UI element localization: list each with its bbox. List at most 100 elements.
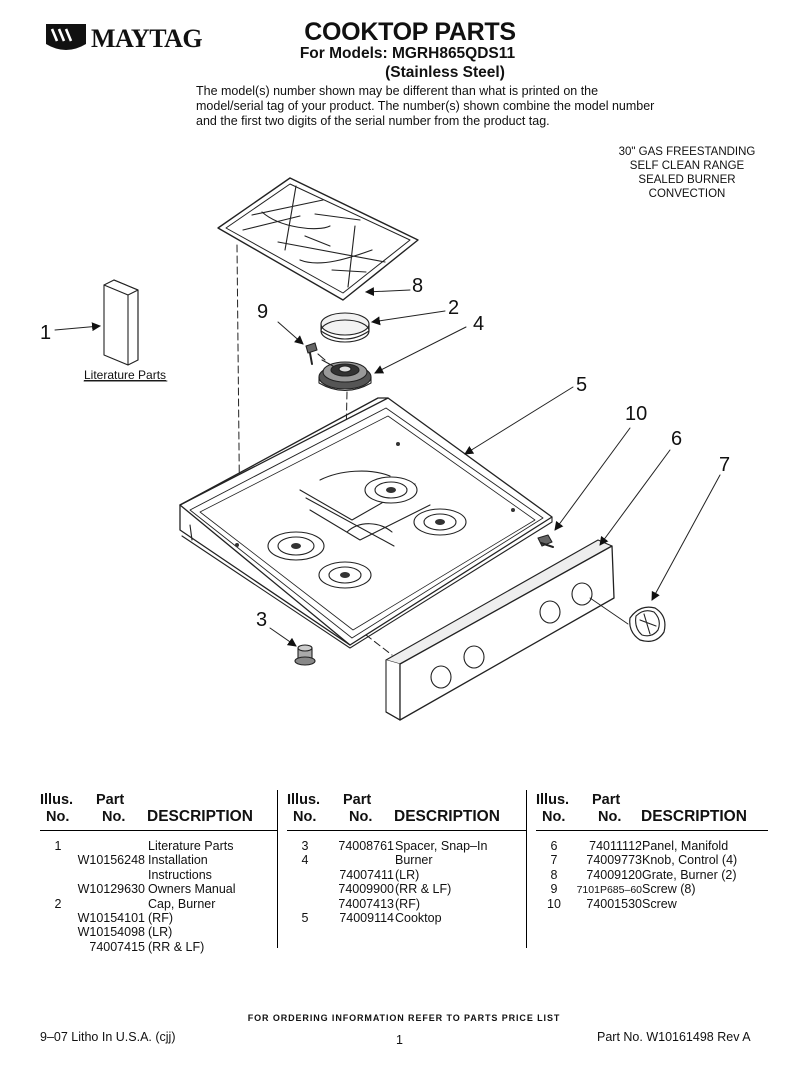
parts-table-column-3: Illus. No. Part No. DESCRIPTION 6 7401111… [536,790,768,911]
header-description: DESCRIPTION [641,808,747,825]
part-number: 74009900 [338,882,394,897]
callout-10: 10 [625,403,647,425]
illus-number: 9 [550,882,558,897]
header-illus: Illus. [40,792,74,808]
callout-3: 3 [256,609,267,631]
part-description: Panel, Manifold [642,839,729,853]
part-number: W10156248 [77,853,145,868]
burner-grate [217,177,419,301]
header-description: DESCRIPTION [394,808,500,825]
model-numbers: For Models: MGRH865QDS11 [299,45,516,62]
part-number: 7101P685–60 [576,884,642,897]
part-description: Screw (8) [642,882,696,897]
model-disclaimer: The model(s) number shown may be differe… [196,84,655,128]
header-illus-no: No. [293,809,317,825]
illus-number: 6 [550,839,558,853]
part-description: Cap, Burner [148,896,216,911]
illus-number: 5 [301,910,309,925]
parts-table-column-2: Illus. No. Part No. DESCRIPTION 3 7400876… [287,790,526,925]
part-description: (RF) [395,896,420,911]
part-description: Burner [395,853,433,868]
part-description: (RR & LF) [395,882,452,897]
callout-4: 4 [473,313,484,335]
part-description: Owners Manual [148,882,236,897]
screw-part-9 [305,342,318,365]
part-number: 74008761 [338,839,394,853]
document-part-number: Part No. W10161498 Rev A [597,1030,751,1044]
part-description: Instructions [148,867,212,882]
column-divider [526,790,527,948]
table-row: 74007413(RF) [287,897,526,911]
part-number: 74007411 [339,867,394,882]
header-part-no: No. [349,809,373,825]
part-number: W10154098 [77,925,145,940]
literature-booklet [103,279,139,366]
header-illus-no: No. [542,809,566,825]
part-description: Installation [148,853,208,868]
range-type-line: SEALED BURNER [638,174,736,186]
callout-9: 9 [257,301,268,323]
page-title: COOKTOP PARTS [304,18,516,46]
table-row: W10154101(RF) [40,911,277,925]
part-number: 74007413 [338,896,394,911]
illus-number: 3 [301,839,309,853]
part-number: 74001530 [586,896,642,911]
litho-info: 9–07 Litho In U.S.A. (cjj) [40,1030,176,1044]
screw-part-10 [537,534,554,548]
ordering-note: FOR ORDERING INFORMATION REFER TO PARTS … [247,1013,561,1023]
cooktop [179,397,553,649]
callout-5: 5 [576,374,587,396]
illus-number: 10 [547,896,561,911]
table-row: 4 Burner [287,853,526,867]
callout-6: 6 [671,428,682,450]
manifold-panel [385,539,615,721]
part-number: 74009120 [586,867,642,882]
header-illus-no: No. [46,809,70,825]
header-part: Part [343,792,372,808]
part-number: W10129630 [77,882,145,897]
range-type-line: CONVECTION [648,188,726,200]
table-row: 74007411(LR) [287,868,526,882]
header-illus: Illus. [287,792,321,808]
illus-number: 2 [54,896,62,911]
part-description: (RR & LF) [148,939,205,954]
part-number: 74009773 [586,853,642,868]
part-number: 74011112 [589,839,642,853]
table-header: Illus. No. Part No. DESCRIPTION [536,790,768,831]
table-row: 2 Cap, Burner [40,897,277,911]
finish-label: (Stainless Steel) [385,64,505,81]
brand-name: MAYTAG [91,24,203,53]
illus-number: 7 [550,853,558,868]
header-description: DESCRIPTION [147,808,253,825]
part-description: Literature Parts [148,839,234,853]
header-part: Part [96,792,125,808]
literature-parts-label: Literature Parts [84,368,166,382]
range-type-line: SELF CLEAN RANGE [629,160,745,172]
range-type: 30" GAS FREESTANDING SELF CLEAN RANGE SE… [598,145,776,201]
burner-base [317,353,372,392]
part-number: 74007415 [89,939,145,954]
range-type-line: 30" GAS FREESTANDING [618,146,756,158]
burner-cap [320,312,370,343]
part-number: W10154101 [77,910,145,925]
exploded-parts-diagram: 1 2 3 4 5 6 7 8 9 10 Literature Parts [40,177,730,721]
column-divider [277,790,278,948]
callout-2: 2 [448,297,459,319]
header-illus: Illus. [536,792,570,808]
table-row: Instructions [40,868,277,882]
table-header: Illus. No. Part No. DESCRIPTION [40,790,277,831]
table-header: Illus. No. Part No. DESCRIPTION [287,790,526,831]
illus-number: 4 [301,853,309,868]
maytag-logo: MAYTAG [44,18,214,58]
part-number: 74009114 [339,910,394,925]
